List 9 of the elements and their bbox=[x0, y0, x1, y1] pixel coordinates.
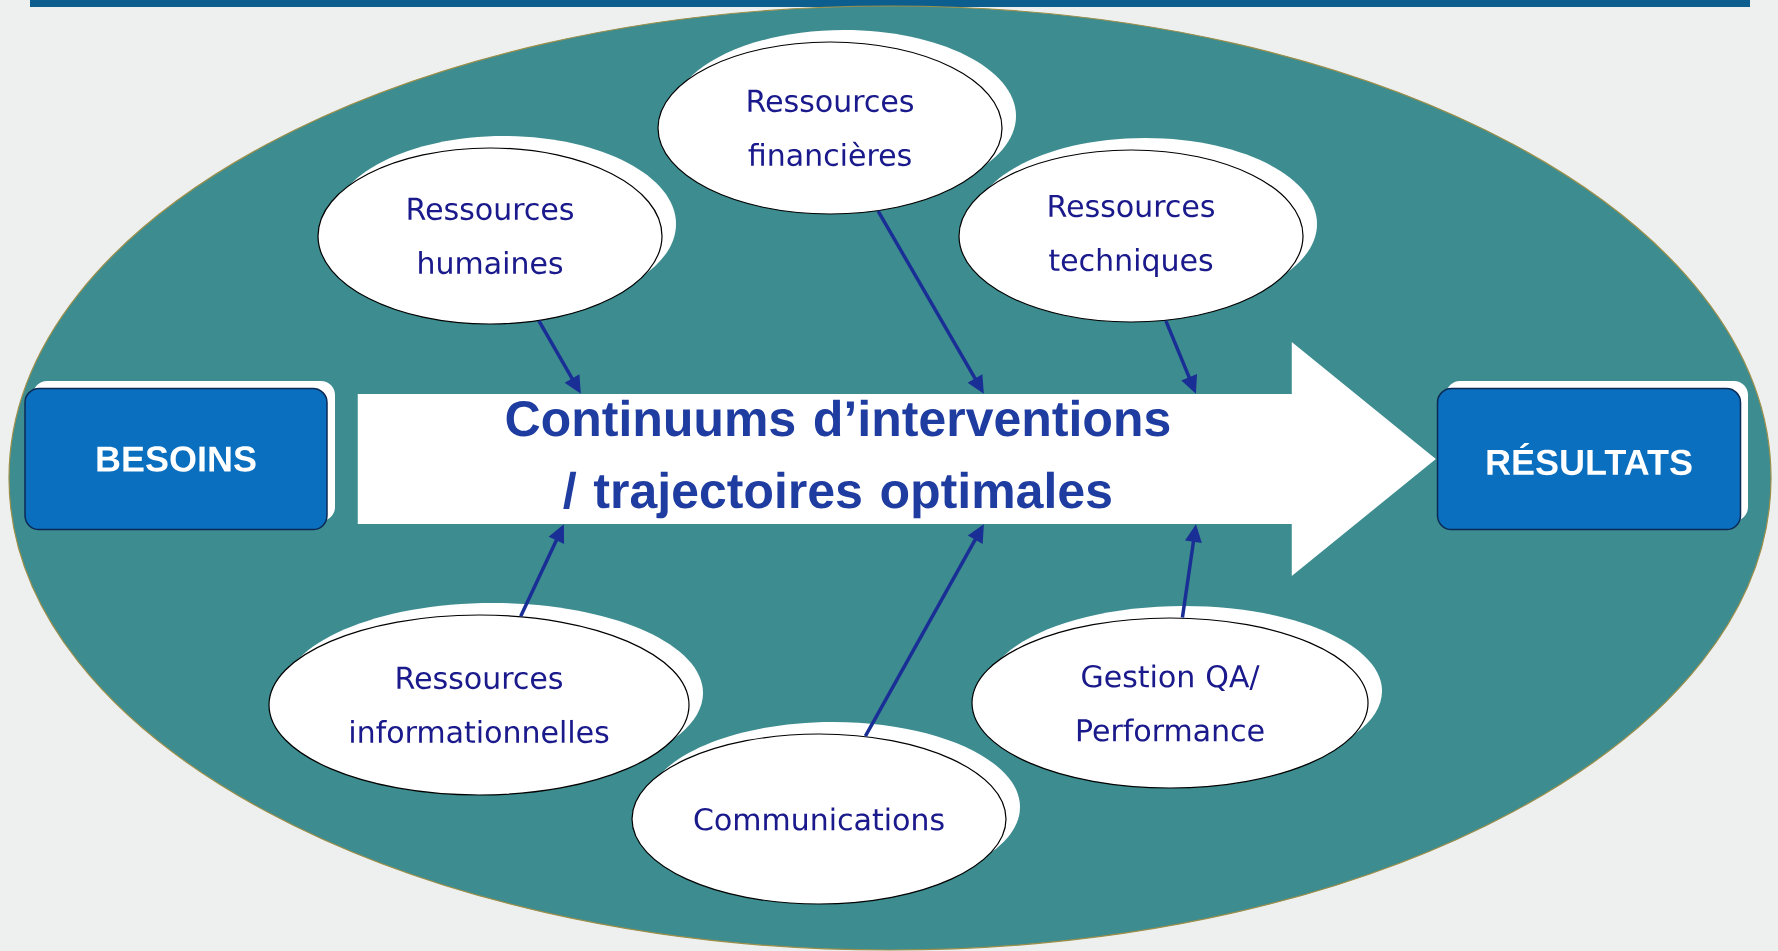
ellipse-node: Ressources techniques bbox=[958, 138, 1317, 323]
ellipse-node: Ressources humaines bbox=[317, 136, 676, 325]
rounded-box: BESOINS bbox=[24, 381, 335, 531]
ellipse-node: Communications bbox=[631, 722, 1020, 905]
ellipse-node: Ressources informationnelles bbox=[268, 603, 703, 796]
ellipse-node: Gestion QA/ Performance bbox=[971, 606, 1382, 789]
rounded-box: RÉSULTATS bbox=[1436, 381, 1748, 531]
arrow-label: Continuums d’interventions / trajectoires optimales bbox=[506, 399, 1170, 519]
ellipse-node: Ressources financières bbox=[657, 30, 1016, 215]
